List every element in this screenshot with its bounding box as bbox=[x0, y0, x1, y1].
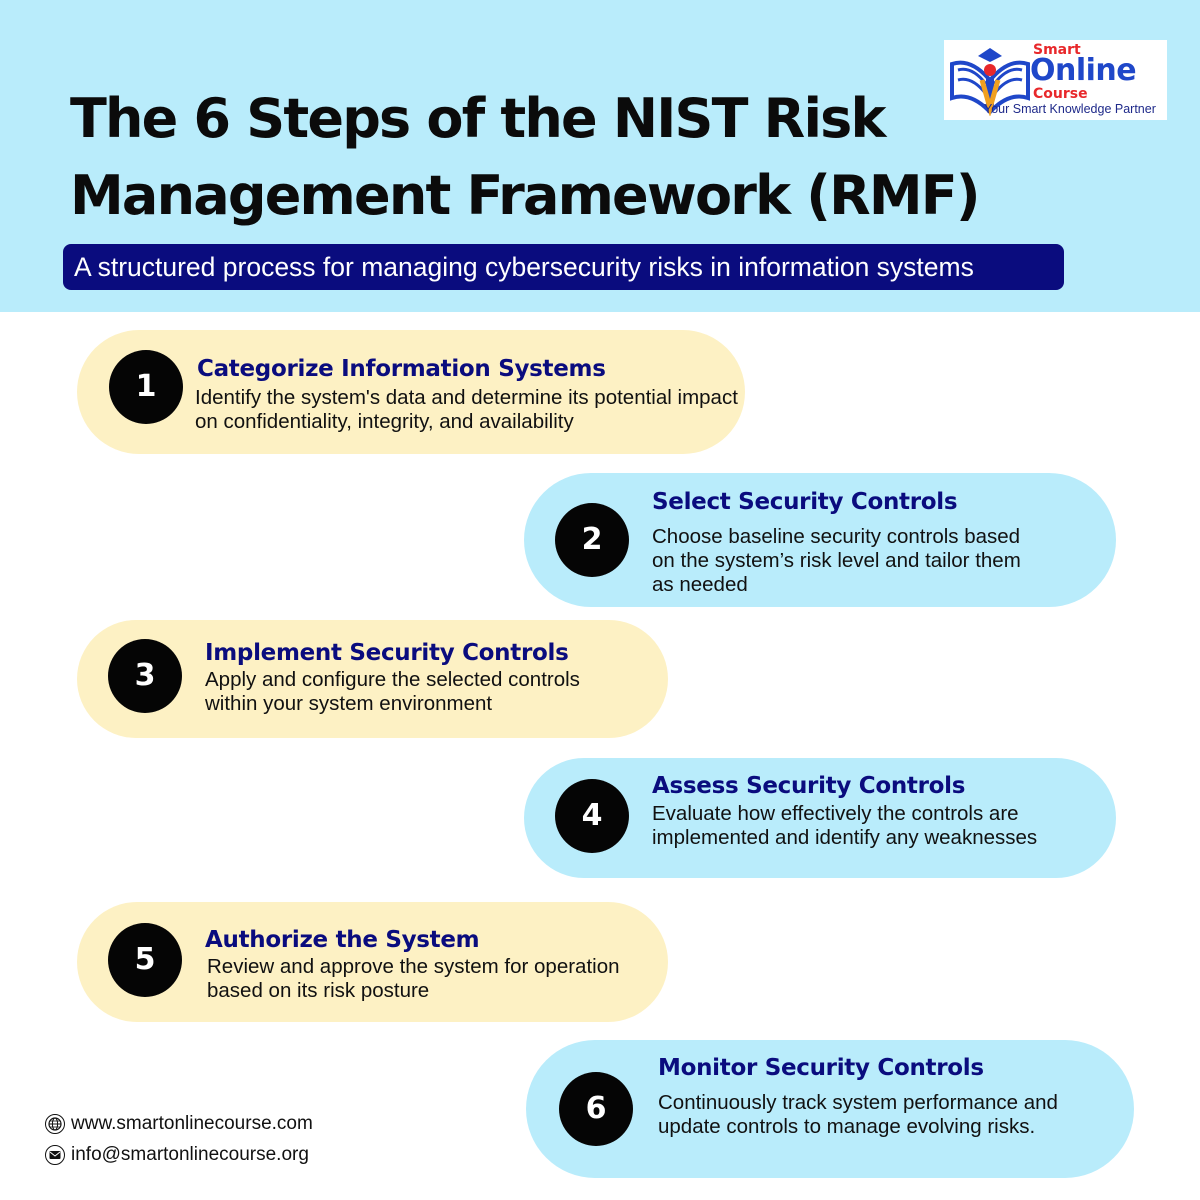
step-number-badge: 4 bbox=[555, 779, 629, 853]
step-heading: Implement Security Controls bbox=[205, 640, 569, 666]
step-card-implement: 3 Implement Security Controls Apply and … bbox=[77, 620, 668, 738]
logo-tagline: Your Smart Knowledge Partner bbox=[984, 102, 1156, 116]
mail-icon bbox=[45, 1145, 65, 1165]
step-number-badge: 6 bbox=[559, 1072, 633, 1146]
step-card-categorize: 1 Categorize Information Systems Identif… bbox=[77, 330, 745, 454]
website-link[interactable]: www.smartonlinecourse.com bbox=[45, 1113, 313, 1135]
step-description: Review and approve the system for operat… bbox=[207, 955, 620, 1002]
book-emblem-icon bbox=[950, 48, 1030, 116]
step-description: Continuously track system performance an… bbox=[658, 1091, 1058, 1138]
globe-icon bbox=[45, 1114, 65, 1134]
step-number-badge: 2 bbox=[555, 503, 629, 577]
step-description: Apply and configure the selected control… bbox=[205, 668, 580, 715]
email-text: info@smartonlinecourse.org bbox=[71, 1144, 309, 1165]
step-heading: Assess Security Controls bbox=[652, 773, 966, 799]
step-card-authorize: 5 Authorize the System Review and approv… bbox=[77, 902, 668, 1022]
step-number-badge: 1 bbox=[109, 350, 183, 424]
step-heading: Authorize the System bbox=[205, 927, 480, 953]
logo-online-text: Online bbox=[1030, 53, 1137, 88]
step-number-badge: 5 bbox=[108, 923, 182, 997]
brand-logo[interactable]: Smart Online Course Your Smart Knowledge… bbox=[944, 40, 1167, 120]
step-card-monitor: 6 Monitor Security Controls Continuously… bbox=[526, 1040, 1134, 1178]
step-description: Choose baseline security controls based … bbox=[652, 525, 1021, 596]
step-card-assess: 4 Assess Security Controls Evaluate how … bbox=[524, 758, 1116, 878]
step-number-badge: 3 bbox=[108, 639, 182, 713]
logo-smart-text: Smart bbox=[1033, 42, 1081, 58]
step-description: Identify the system's data and determine… bbox=[195, 386, 738, 433]
step-heading: Monitor Security Controls bbox=[658, 1055, 984, 1081]
step-card-select: 2 Select Security Controls Choose baseli… bbox=[524, 473, 1116, 607]
logo-course-text: Course bbox=[1033, 86, 1088, 102]
step-description: Evaluate how effectively the controls ar… bbox=[652, 802, 1038, 849]
subtitle-banner: A structured process for managing cybers… bbox=[63, 244, 1064, 290]
step-heading: Categorize Information Systems bbox=[197, 356, 606, 382]
page-title: The 6 Steps of the NIST Risk Management … bbox=[70, 87, 981, 227]
email-link[interactable]: info@smartonlinecourse.org bbox=[45, 1144, 309, 1166]
step-heading: Select Security Controls bbox=[652, 489, 958, 515]
website-text: www.smartonlinecourse.com bbox=[71, 1113, 313, 1134]
